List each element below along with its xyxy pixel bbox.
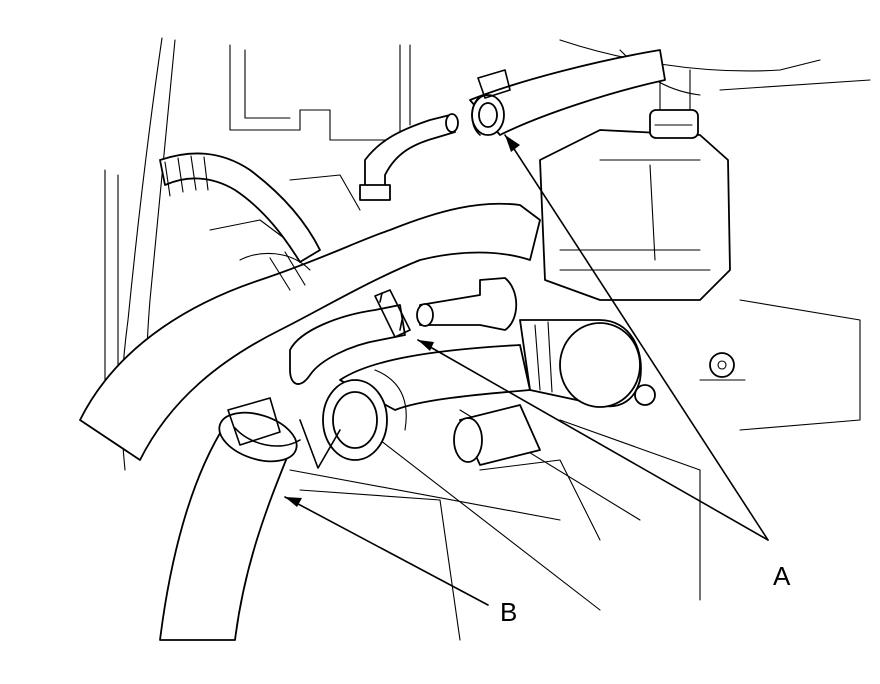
lower-radiator-hose [159, 397, 341, 641]
bypass-hose [289, 289, 411, 385]
arrow-head-b [285, 497, 302, 507]
engine-block-outline [104, 37, 871, 641]
top-bypass-hose [469, 49, 666, 136]
bypass-nipple [416, 277, 518, 331]
water-outlet [322, 344, 531, 461]
upper-left-hose [159, 152, 321, 263]
arrow-head-a-top [505, 135, 520, 152]
callout-label-a: A [773, 561, 791, 591]
coolant-reservoir [539, 69, 731, 301]
upper-radiator-hose [79, 202, 541, 461]
top-small-pipe [359, 113, 459, 201]
arrow-head-a-mid [418, 340, 434, 351]
callout-label-b: B [500, 597, 518, 627]
thermostat-housing [519, 319, 735, 408]
leader-lines [284, 134, 769, 606]
lower-pipe [453, 404, 541, 466]
